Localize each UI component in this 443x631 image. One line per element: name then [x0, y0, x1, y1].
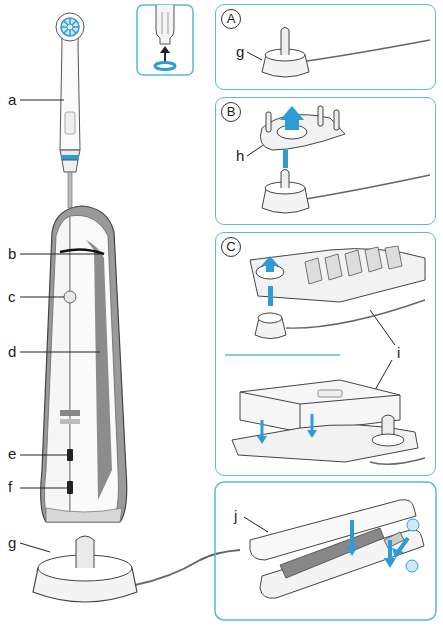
panel-letter: B	[221, 102, 241, 122]
inset-box-part	[160, 46, 170, 53]
callout-letter: b	[8, 246, 16, 262]
callout-letter: j	[234, 508, 237, 524]
holder-c	[225, 246, 425, 464]
travel-case-panel-part	[407, 519, 419, 531]
callout-letter: g	[8, 535, 16, 551]
handle-part	[86, 240, 112, 500]
travel-case-panel-part	[280, 528, 384, 578]
handle-part	[67, 481, 73, 494]
holder-c-part	[370, 458, 425, 464]
inset-box-part	[168, 12, 169, 34]
holder-b	[260, 106, 430, 213]
inset-box-part	[156, 5, 174, 44]
brush-head-part	[65, 112, 75, 134]
brush-head-part	[67, 24, 73, 30]
callout-letter: h	[236, 148, 244, 164]
leader-lines-part	[20, 254, 100, 255]
inset-box-part	[162, 12, 163, 34]
holder-b-part	[281, 170, 289, 189]
handle-part	[60, 249, 104, 254]
travel-case-panel	[215, 482, 436, 620]
leader-lines-part	[247, 52, 262, 60]
handle-part	[44, 216, 70, 520]
charger-a-part	[281, 28, 289, 56]
leader-lines-part	[375, 360, 392, 390]
holder-c-part	[372, 434, 404, 446]
callout-letter: d	[8, 344, 16, 360]
holder-c-part	[225, 354, 340, 356]
callout-letter: g	[236, 44, 244, 60]
leader-lines-part	[20, 297, 64, 298]
callout-letter: e	[8, 446, 16, 462]
brush-head-part	[61, 18, 79, 36]
handle-part	[60, 410, 80, 416]
holder-c-part	[240, 380, 400, 432]
inset-box-part	[155, 63, 175, 70]
charger	[33, 536, 240, 602]
callout-letter: i	[397, 345, 400, 361]
travel-case-panel-part	[406, 560, 418, 572]
brush-head-part	[61, 155, 79, 160]
handle-part	[46, 508, 122, 522]
holder-c-part	[286, 300, 425, 328]
holder-c-part	[318, 390, 342, 397]
brush-head	[56, 13, 84, 208]
leader-lines-part	[244, 517, 268, 532]
holder-b-part	[280, 106, 304, 120]
holder-c-part	[256, 265, 284, 279]
handle	[41, 206, 127, 522]
brush-head-part	[56, 13, 84, 41]
brush-head-part	[62, 160, 78, 172]
holder-b-part	[266, 112, 271, 132]
holder-c-part	[261, 256, 279, 266]
holder-c-part	[257, 430, 317, 444]
leader-lines-part	[20, 100, 64, 101]
brush-head-part	[60, 150, 80, 160]
leader-lines-part	[20, 488, 67, 489]
leader-lines-part	[20, 543, 50, 552]
panel-letter: A	[221, 9, 241, 29]
charger-a	[262, 28, 430, 78]
inset-box	[137, 5, 193, 75]
handle-part	[41, 206, 127, 522]
inset-box-part	[164, 52, 166, 62]
holder-c-part	[268, 286, 273, 306]
holder-b-part	[283, 150, 288, 168]
callout-letter: f	[8, 479, 12, 495]
figure-panel: B	[215, 97, 436, 225]
callout-letter: c	[8, 289, 16, 305]
handle-part	[70, 215, 119, 520]
brush-head-part	[68, 172, 72, 208]
leader-lines-part	[20, 352, 100, 353]
figure-panel: C	[215, 232, 436, 476]
callout-letter: a	[8, 92, 16, 108]
figure-panel: A	[215, 4, 436, 90]
charger-a-part	[300, 40, 430, 62]
holder-b-part	[318, 106, 323, 126]
travel-case-panel-part	[346, 546, 404, 568]
travel-case-panel-part	[215, 482, 436, 620]
inset-box-part	[137, 5, 193, 75]
holder-c-part	[258, 313, 282, 323]
holder-c-part	[262, 414, 312, 440]
handle-part	[60, 419, 80, 424]
leader-lines-part	[20, 455, 67, 456]
charger-part	[135, 550, 240, 585]
holder-c-part	[305, 246, 402, 284]
handle-part	[64, 291, 76, 303]
panel-letter: C	[221, 237, 241, 257]
brush-head-part	[61, 18, 79, 36]
holder-b-part	[300, 175, 430, 200]
handle-part	[67, 449, 73, 461]
holder-b-part	[334, 110, 339, 130]
charger-part	[76, 536, 94, 568]
